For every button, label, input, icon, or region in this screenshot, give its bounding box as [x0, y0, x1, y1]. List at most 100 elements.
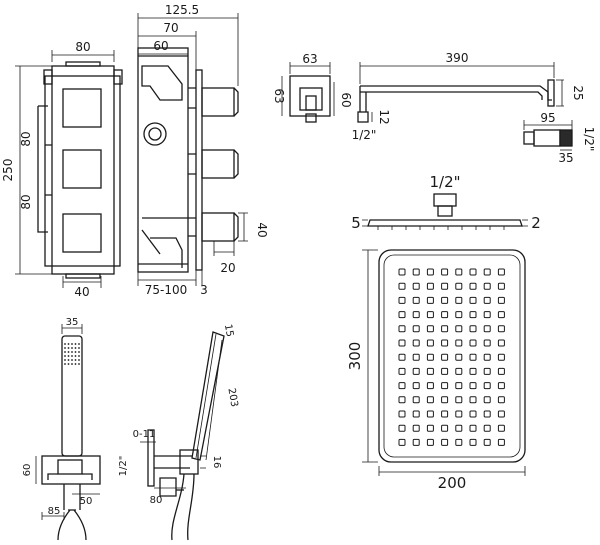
shower-nozzle: [469, 296, 477, 304]
shower-nozzle: [412, 410, 420, 418]
dim-line: [362, 219, 368, 227]
shower-nozzle: [469, 353, 477, 361]
shower-nozzle: [483, 325, 491, 333]
shower-nozzle: [398, 311, 406, 319]
dim-arm-flange: 25: [571, 85, 585, 100]
dim-line: [51, 50, 115, 62]
shower-nozzle: [497, 296, 505, 304]
dim-line: [138, 31, 197, 70]
shower-nozzle: [412, 311, 420, 319]
shower-head-nozzle-grid: [398, 268, 505, 446]
shower-arm-drop: [359, 86, 367, 112]
shower-nozzle: [398, 424, 406, 432]
shower-head-thread: [433, 193, 457, 207]
shower-nozzle: [426, 424, 434, 432]
valve-front-plate: [44, 75, 121, 267]
shower-nozzle: [483, 410, 491, 418]
dim-outlet-depth: 60: [339, 92, 353, 107]
shower-nozzle: [497, 367, 505, 375]
shower-nozzle: [497, 424, 505, 432]
shower-head-side: 1/2" 5 2: [351, 173, 541, 232]
valve-side-handle-bottom: [201, 212, 235, 242]
dim-spacing-top: 80: [19, 131, 33, 146]
shower-nozzle: [483, 311, 491, 319]
handset-hose: [57, 509, 87, 541]
dim-side-range: 75-100: [145, 283, 188, 297]
shower-head-nozzles: [377, 226, 505, 230]
dim-line: [523, 120, 573, 130]
shower-nozzle: [483, 353, 491, 361]
shower-nozzle: [398, 367, 406, 375]
shower-nozzle: [441, 311, 449, 319]
shower-nozzle: [398, 438, 406, 446]
shower-nozzle: [469, 438, 477, 446]
shower-nozzle: [455, 410, 463, 418]
shower-nozzle: [497, 438, 505, 446]
dim-head-height: 300: [346, 342, 364, 371]
shower-nozzle: [483, 339, 491, 347]
shower-nozzle: [469, 382, 477, 390]
dim-side-plate: 3: [200, 283, 208, 297]
dim-line: [362, 249, 378, 463]
handset-side-outlet: [159, 477, 177, 497]
valve-lug: [43, 69, 53, 85]
shower-nozzle: [412, 353, 420, 361]
shower-nozzle: [497, 311, 505, 319]
shower-nozzle: [412, 424, 420, 432]
dim-line: [41, 512, 65, 520]
handset-hole: [64, 355, 66, 357]
valve-side-handle-top-cap: [233, 87, 239, 117]
handset-hole: [78, 347, 80, 349]
dim-line: [205, 339, 223, 461]
valve-top-tab: [65, 61, 101, 67]
shower-nozzle: [455, 268, 463, 276]
dim-line: [140, 438, 156, 446]
shower-nozzle: [455, 438, 463, 446]
wall-outlet-body: [299, 87, 323, 111]
shower-nozzle: [455, 311, 463, 319]
shower-arm-tube: [360, 85, 552, 101]
dim-line: [238, 212, 248, 242]
dim-spacing-bottom: 80: [19, 194, 33, 209]
valve-handle-middle: [62, 149, 102, 189]
dim-small-length: 95: [540, 111, 555, 125]
shower-arm-flange: [547, 79, 555, 107]
shower-nozzle: [441, 367, 449, 375]
shower-nozzle: [441, 353, 449, 361]
shower-nozzle: [441, 296, 449, 304]
shower-nozzle: [483, 268, 491, 276]
shower-nozzle: [398, 396, 406, 404]
handset-hole: [67, 347, 70, 349]
dim-line: [15, 65, 52, 275]
shower-nozzle: [426, 282, 434, 290]
shower-nozzle: [469, 367, 477, 375]
dim-handset-length: 203: [225, 387, 239, 408]
shower-nozzle: [469, 339, 477, 347]
shower-nozzle: [398, 410, 406, 418]
shower-nozzle: [412, 382, 420, 390]
dim-handset-offset: 85: [48, 506, 61, 517]
handset-hole: [74, 343, 77, 345]
shower-nozzle: [469, 268, 477, 276]
shower-nozzle: [483, 438, 491, 446]
dim-line: [200, 455, 206, 469]
handset-hole: [74, 355, 77, 357]
wall-outlet-thread: [305, 113, 317, 123]
handset-hole: [74, 351, 77, 353]
dim-small-height: 35: [558, 151, 573, 165]
dim-line: [137, 270, 203, 286]
shower-nozzle: [412, 438, 420, 446]
shower-head-face-outer: [378, 249, 526, 463]
valve-cartridge-top: [141, 65, 183, 101]
handset-hole: [67, 363, 70, 365]
dim-line: [289, 62, 331, 74]
shower-nozzle: [469, 311, 477, 319]
valve-lug: [113, 69, 123, 85]
shower-nozzle: [426, 396, 434, 404]
valve-cartridge-bottom: [141, 217, 188, 268]
handset-bracket-holder: [57, 459, 83, 475]
dim-valve-width: 80: [75, 40, 90, 54]
shower-nozzle: [398, 268, 406, 276]
handset-side-plate: [147, 429, 155, 487]
valve-side-handle-middle: [201, 149, 235, 179]
